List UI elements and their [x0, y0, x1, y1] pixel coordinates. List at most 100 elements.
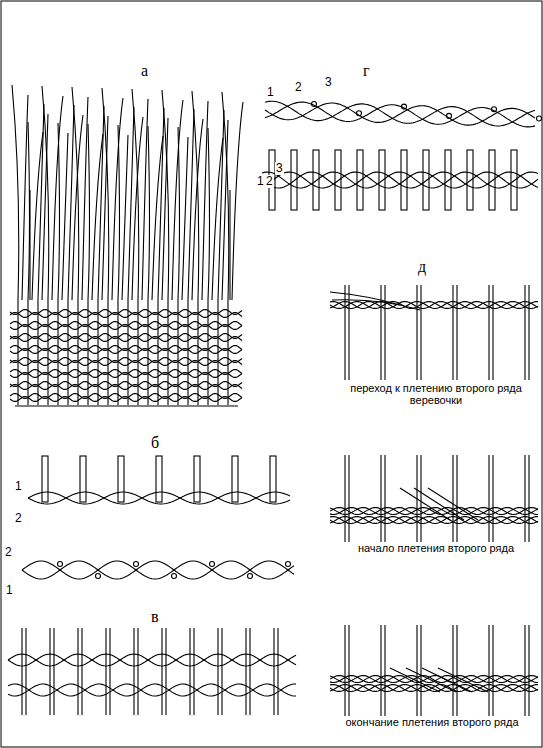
stake	[161, 628, 162, 715]
stake	[380, 285, 381, 380]
weaver-strand	[8, 684, 296, 696]
weaver-strand	[330, 302, 538, 309]
stake-section	[96, 574, 101, 579]
stake	[229, 190, 230, 300]
weaving-drawings	[8, 85, 542, 720]
weaver-row	[10, 382, 242, 387]
caption-text: окончание плетения второго ряда	[326, 716, 538, 728]
stake	[112, 98, 123, 300]
caption-text: переход к плетению второго ряда веревочк…	[340, 382, 532, 406]
stake	[25, 628, 26, 715]
stake	[88, 124, 90, 405]
stake	[452, 285, 453, 380]
stake	[232, 102, 243, 300]
stake	[202, 101, 208, 300]
stake	[29, 190, 30, 300]
stake	[528, 455, 529, 550]
stake	[72, 115, 83, 300]
weaver-strand	[390, 668, 440, 692]
stake-section	[248, 574, 253, 579]
stake	[102, 116, 108, 300]
stake	[313, 150, 319, 210]
panel-letter: а	[140, 62, 149, 80]
stake	[528, 625, 529, 720]
callout-number: 1	[266, 86, 275, 99]
stake	[72, 87, 79, 405]
stake	[192, 119, 203, 300]
callout-number: 1	[14, 480, 23, 493]
stake	[511, 150, 517, 210]
weaver-strand	[406, 668, 456, 692]
weaver-strand	[330, 508, 538, 515]
stake	[245, 628, 246, 715]
stake	[273, 628, 274, 715]
weaver-strand	[22, 561, 294, 579]
stake	[52, 96, 63, 300]
callout-number: 2	[294, 81, 303, 94]
weaver-strand	[330, 508, 538, 515]
weaver-strand	[8, 684, 296, 696]
weaver-row	[10, 337, 242, 342]
weaver-row	[10, 361, 242, 366]
panel-letter: б	[150, 434, 160, 452]
weaver-strand	[8, 654, 296, 666]
stake	[528, 285, 529, 380]
stake	[221, 628, 222, 715]
stake	[348, 455, 349, 550]
callout-number: 2	[14, 512, 23, 525]
stake	[28, 122, 30, 405]
stake	[137, 628, 138, 715]
weaver-strand	[28, 492, 290, 504]
stake	[524, 285, 525, 380]
weaver-strand	[265, 102, 535, 127]
stake	[22, 95, 28, 300]
stake	[488, 285, 489, 380]
stake	[105, 628, 106, 715]
stake	[524, 625, 525, 720]
weaver-row	[10, 385, 242, 390]
stake	[12, 85, 19, 405]
weaver-row	[10, 397, 242, 402]
weaver-strand	[438, 668, 488, 692]
weaver-strand	[22, 561, 294, 579]
stake	[212, 138, 223, 300]
stake	[344, 455, 345, 550]
stake	[420, 285, 421, 380]
stake	[81, 628, 82, 715]
weaver-strand	[330, 302, 538, 309]
weaver-row	[10, 349, 242, 354]
weaver-strand	[28, 492, 290, 504]
stake	[182, 137, 188, 300]
stake	[77, 628, 78, 715]
stake	[156, 456, 162, 502]
stake-section	[286, 562, 291, 567]
stake	[492, 455, 493, 550]
panel-letter: г	[362, 62, 371, 80]
weaver-strand	[330, 685, 538, 692]
stake	[452, 625, 453, 720]
stake-section	[172, 574, 177, 579]
stake	[172, 100, 183, 300]
stake	[291, 150, 297, 210]
stake	[380, 625, 381, 720]
stake	[118, 456, 124, 502]
callout-number: 1	[256, 175, 265, 188]
weaver-strand	[422, 668, 472, 692]
stake-section	[312, 102, 317, 107]
weaver-strand	[330, 685, 538, 692]
stake	[21, 628, 22, 715]
callout-number: 3	[275, 162, 284, 175]
stake	[492, 285, 493, 380]
weaver-strand	[330, 517, 538, 524]
stake	[379, 150, 385, 210]
stake-section	[210, 562, 215, 567]
stake	[62, 133, 68, 300]
stake	[348, 625, 349, 720]
stake	[488, 455, 489, 550]
stake-section	[402, 104, 407, 109]
weaver-strand	[330, 517, 538, 524]
stake	[132, 117, 143, 300]
weaver-strand	[8, 654, 296, 666]
